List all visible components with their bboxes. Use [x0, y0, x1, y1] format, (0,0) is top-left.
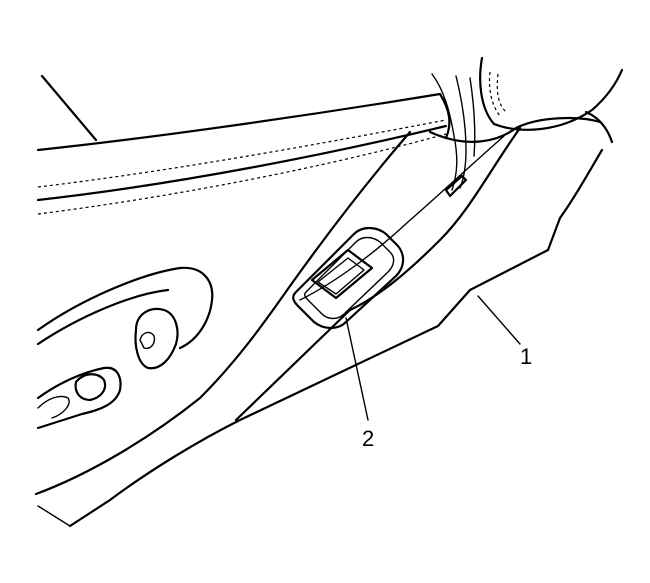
callout-1: 1	[520, 344, 532, 369]
seat-belt-webbing	[431, 73, 476, 198]
seat-edge-line	[40, 74, 98, 142]
callout-2: 2	[362, 426, 374, 451]
outboard-trim-panel	[34, 116, 604, 528]
callout-leader-2	[345, 317, 369, 421]
seat-switch-bezel	[292, 226, 405, 330]
seat-back	[479, 56, 624, 144]
seat-cushion-band	[36, 92, 451, 215]
callout-leader-1	[477, 295, 521, 345]
seat-switch-button	[310, 248, 374, 300]
seat-adjuster-knobs	[36, 266, 214, 430]
